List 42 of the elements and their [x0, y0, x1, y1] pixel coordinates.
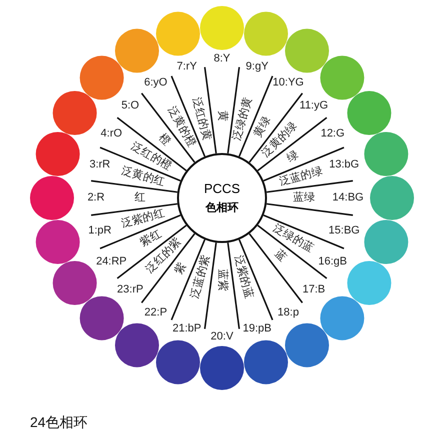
hue-name-label: 蓝紫 [216, 269, 228, 291]
hue-name-label: 橙 [156, 132, 172, 148]
center-title: PCCS [204, 181, 240, 196]
hue-name-label: 绿 [285, 149, 301, 165]
hue-code-label: 15:BG [328, 225, 360, 236]
hue-code-label: 13:bG [329, 160, 360, 171]
hue-name-label: 泛绿的黄 [232, 96, 254, 142]
hue-code-label: 17:B [302, 284, 326, 296]
hue-name-label: 蓝 [272, 248, 288, 264]
hue-code-label: 18:p [278, 307, 299, 318]
hue-code-label: 3:rR [89, 160, 110, 171]
hue-code-label: 2:R [87, 192, 105, 204]
hue-name-label: 紫 [173, 261, 189, 277]
hue-code-label: 5:O [121, 100, 140, 112]
hue-code-label: 4:rO [100, 128, 122, 140]
hue-code-label: 21:bP [172, 324, 202, 334]
hue-code-label: 6:yO [144, 78, 168, 89]
hue-code-label: 1:pR [88, 225, 112, 236]
hue-code-label: 7:rY [176, 61, 197, 72]
hue-name-label: 红 [134, 192, 146, 204]
hue-code-label: 16:gB [318, 256, 347, 268]
hue-code-label: 11:yG [300, 100, 328, 112]
hue-name-label: 泛紫的红 [120, 208, 166, 230]
center-subtitle: 色相环 [206, 200, 238, 215]
hue-name-label: 紫红 [138, 228, 164, 250]
hue-code-label: 20:V [210, 332, 234, 342]
hue-code-label: 14:BG [332, 192, 364, 204]
hue-code-label: 22:P [144, 307, 168, 318]
hue-code-label: 12:G [320, 128, 345, 140]
hue-name-label: 泛紫的蓝 [232, 254, 254, 300]
hue-code-label: 19:pB [242, 324, 272, 334]
caption: 24色相环 [30, 414, 88, 432]
hue-name-label: 蓝绿 [293, 192, 315, 204]
hue-code-label: 8:Y [214, 54, 230, 64]
hue-code-label: 9:gY [246, 61, 268, 72]
hue-code-label: 24:RP [96, 256, 127, 268]
hue-name-label: 黄 [216, 110, 228, 122]
hue-code-label: 10:YG [272, 78, 304, 89]
hue-name-label: 泛蓝的紫 [190, 254, 212, 300]
hue-code-label: 23:rP [117, 284, 144, 296]
hue-name-label: 泛蓝的绿 [278, 166, 324, 188]
hue-name-label: 黄绿 [252, 114, 274, 140]
